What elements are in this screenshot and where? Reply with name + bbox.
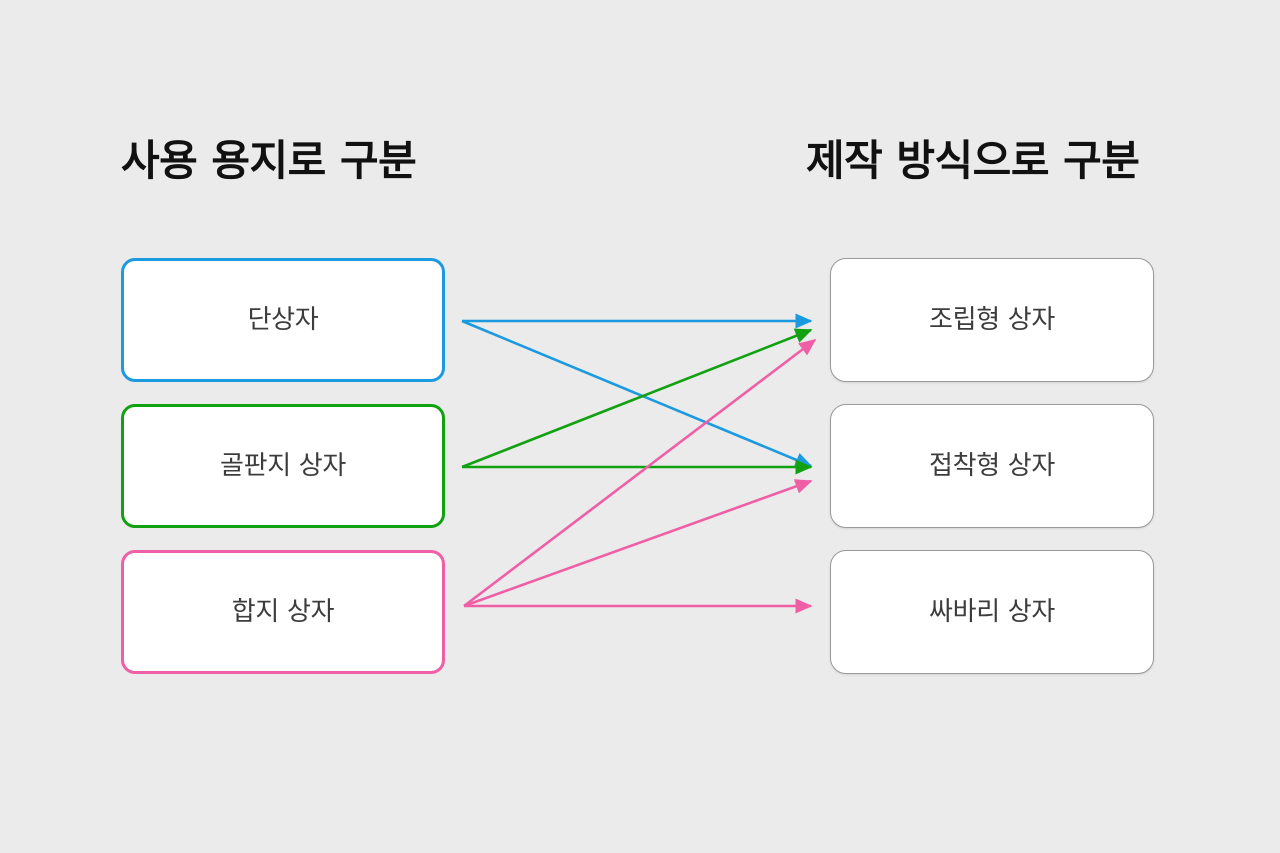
node-label: 단상자 xyxy=(247,305,319,335)
node-label: 조립형 상자 xyxy=(928,305,1056,335)
node-dansangja[interactable]: 단상자 xyxy=(121,258,445,382)
left-column-heading: 사용 용지로 구분 xyxy=(121,136,417,185)
node-golpanji-sangja[interactable]: 골판지 상자 xyxy=(121,404,445,528)
node-label: 싸바리 상자 xyxy=(928,597,1056,627)
node-label: 합지 상자 xyxy=(231,597,335,627)
right-column-heading: 제작 방식으로 구분 xyxy=(806,136,1140,185)
edge-dansangja-to-jeopchak xyxy=(461,319,813,468)
node-ssabari-sangja[interactable]: 싸바리 상자 xyxy=(830,550,1154,674)
edge-hapji-to-jorip xyxy=(463,338,817,608)
node-label: 골판지 상자 xyxy=(219,451,347,481)
node-jeopchak-hyeong-sangja[interactable]: 접착형 상자 xyxy=(830,404,1154,528)
node-label: 접착형 상자 xyxy=(928,451,1056,481)
node-jorip-hyeong-sangja[interactable]: 조립형 상자 xyxy=(830,258,1154,382)
node-hapji-sangja[interactable]: 합지 상자 xyxy=(121,550,445,674)
edge-golpanji-to-jorip xyxy=(461,328,813,469)
edge-hapji-to-jeopchak xyxy=(463,479,813,608)
